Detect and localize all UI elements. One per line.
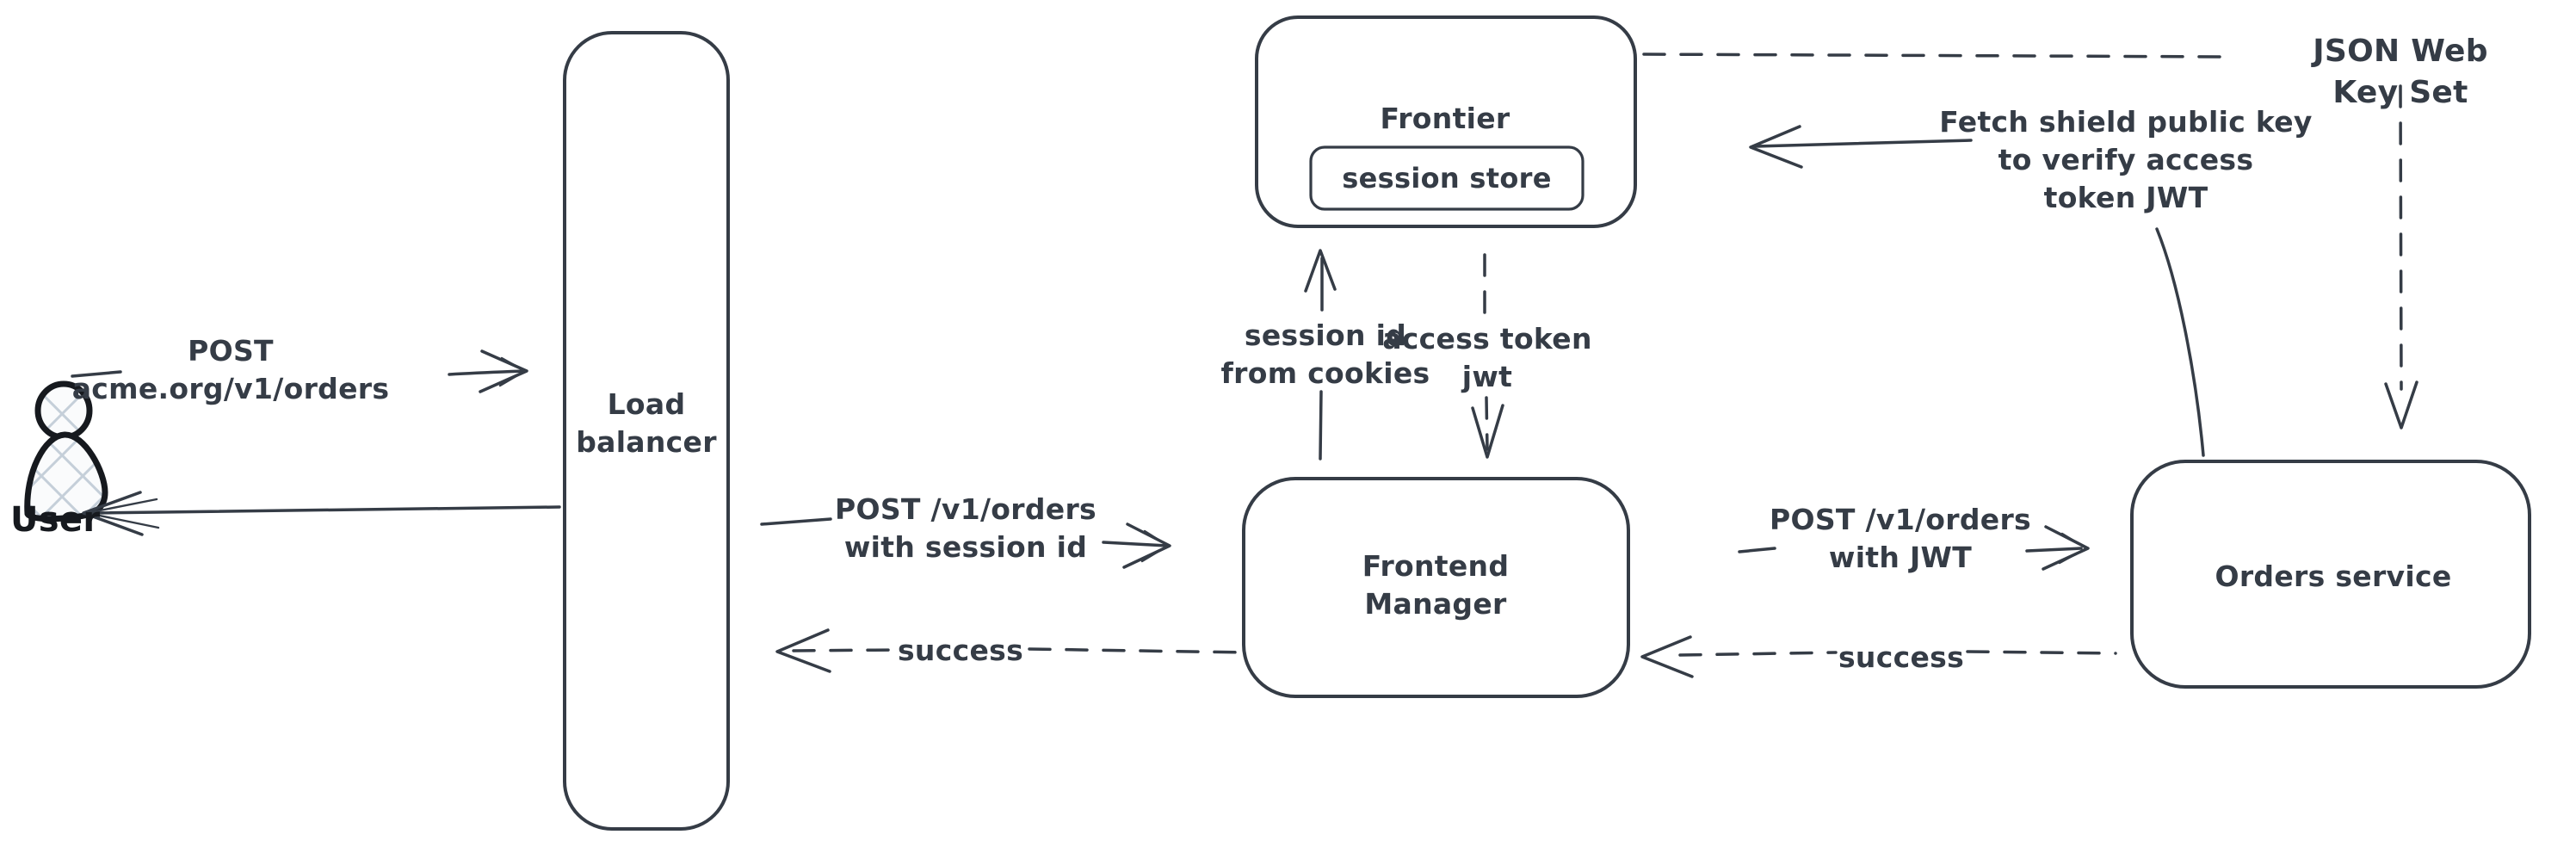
user-label: User	[10, 500, 101, 540]
edge-label-fetch-public-key: Fetch shield public key to verify access…	[1939, 105, 2313, 215]
frontend-manager-box	[1242, 477, 1630, 698]
orders-service-label: Orders service	[2215, 560, 2452, 593]
arrow-fm-to-orders	[1738, 525, 2090, 571]
orders-service-box	[2130, 460, 2531, 689]
edge-label-session-id-cookies: session id from cookies	[1220, 318, 1430, 391]
edge-label-success-right: success	[1838, 640, 1965, 674]
arrow-frontier-to-fm	[1471, 253, 1504, 459]
arrow-user-to-lb	[71, 349, 528, 393]
arrow-fm-to-frontier	[1304, 249, 1337, 461]
jwks-label: JSON Web Key Set	[2313, 34, 2488, 111]
arrow-lb-to-user	[82, 491, 561, 536]
user-figure	[24, 380, 108, 522]
frontier-label: Frontier	[1380, 102, 1510, 135]
edge-label-success-left: success	[897, 634, 1024, 667]
edge-label-post-jwt: POST /v1/orders with JWT	[1770, 503, 2031, 575]
session-store-label: session store	[1342, 162, 1552, 195]
load-balancer-label: Load balancer	[576, 387, 717, 460]
session-store-box	[1309, 145, 1585, 211]
arrow-orders-to-fm-success	[1640, 635, 2117, 678]
arrow-lb-to-fm	[760, 517, 1171, 569]
edge-label-post-acme: POST acme.org/v1/orders	[71, 334, 390, 406]
frontend-manager-label: Frontend Manager	[1362, 549, 1510, 621]
edge-label-post-session-id: POST /v1/orders with session id	[835, 492, 1096, 565]
arrow-fm-to-lb-success	[775, 628, 1247, 673]
arrow-orders-to-frontier	[1749, 125, 2205, 457]
arrow-jwks-to-orders	[2384, 84, 2418, 430]
load-balancer-box	[563, 31, 730, 831]
edge-label-access-token-jwt: access token jwt	[1382, 322, 1592, 394]
arrow-frontier-to-jwks	[1642, 53, 2233, 59]
